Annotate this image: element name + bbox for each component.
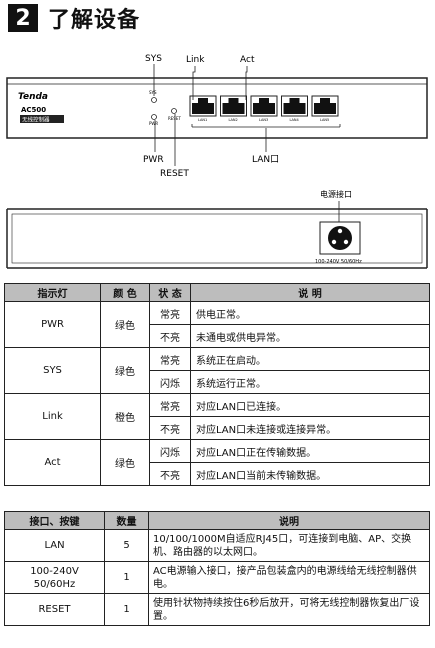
lan-ports: LAN1 LAN2 LAN3 LAN4 LAN5 [189,95,339,122]
port-table: 接口、按键 数量 说明 LAN 5 10/100/1000M自适应RJ45口，可… [4,511,430,626]
lan-port: LAN3 [250,95,278,122]
callout-lan: LAN口 [252,155,279,165]
table-row: Link 橙色 常亮 对应LAN口已连接。 [4,393,430,440]
table-row: RESET 1 使用针状物持续按住6秒后放开，可将无线控制器恢复出厂设置。 [4,593,430,626]
table-row: 闪烁 系统运行正常。 [5,370,430,394]
lan-port-label: LAN2 [229,118,238,122]
table-row: LAN 5 10/100/1000M自适应RJ45口，可连接到电脑、AP、交换机… [4,529,430,562]
callout-sys: SYS [145,54,162,64]
indicator-color: 绿色 [100,347,150,394]
model-tag-box [20,115,64,123]
device-diagram: Tenda AC500 无线控制器 SYS PWR RESET LAN1 LAN2… [6,54,428,269]
power-rating: 100-240V 50/60Hz [315,259,362,265]
sys-led [151,97,157,103]
pwr-led-label: PWR [149,121,158,126]
indicator-desc: 供电正常。 [190,301,430,325]
header-quantity: 数量 [104,511,149,530]
lan-port: LAN2 [220,95,247,122]
header-port: 接口、按键 [4,511,105,530]
header-color: 颜 色 [100,283,150,302]
model-name: AC500 [21,106,46,114]
indicator-desc: 未通电或供电异常。 [190,324,430,348]
indicator-name: PWR [4,301,101,348]
pwr-led [151,114,157,120]
port-name: LAN [4,529,105,562]
indicator-table: 指示灯 颜 色 状 态 说 明 PWR 绿色 常亮 供电正常。 不亮 未通电或供… [4,283,430,486]
table-row: 不亮 对应LAN口当前未传输数据。 [5,462,430,486]
indicator-desc: 对应LAN口当前未传输数据。 [190,462,430,486]
indicator-desc: 系统运行正常。 [190,370,430,394]
indicator-color: 绿色 [100,301,150,348]
port-quantity: 1 [104,561,149,594]
lan-port: LAN5 [311,95,339,122]
callout-pwr: PWR [143,155,164,165]
callout-reset: RESET [160,169,189,179]
indicator-name: Link [4,393,101,440]
lan-port-label: LAN3 [259,118,268,122]
header-indicator: 指示灯 [4,283,101,302]
indicator-name: SYS [4,347,101,394]
callout-act: Act [240,55,255,65]
lan-port-label: LAN5 [320,118,329,122]
indicator-state: 不亮 [149,324,191,348]
indicator-state: 不亮 [149,462,191,486]
model-tag: 无线控制器 [22,116,50,124]
header-description: 说 明 [190,283,430,302]
header-port-description: 说明 [148,511,430,530]
lan-port: LAN1 [189,95,217,122]
power-port-label: 电源接口 [320,189,352,199]
section-number: 2 [8,4,38,32]
indicator-state: 闪烁 [149,370,191,394]
indicator-desc: 对应LAN口正在传输数据。 [190,439,430,463]
indicator-state: 不亮 [149,416,191,440]
port-desc: AC电源输入接口，接产品包装盒内的电源线给无线控制器供电。 [148,561,430,594]
callout-link: Link [186,55,205,65]
indicator-color: 绿色 [100,439,150,486]
indicator-state: 常亮 [149,393,191,417]
lan-port-label: LAN1 [198,118,207,122]
port-name: 100-240V 50/60Hz [4,561,105,594]
section-title: 了解设备 [48,8,141,33]
indicator-desc: 对应LAN口已连接。 [190,393,430,417]
table-row: PWR 绿色 常亮 供电正常。 [4,301,430,348]
indicator-desc: 对应LAN口未连接或连接异常。 [190,416,430,440]
port-desc: 使用针状物持续按住6秒后放开，可将无线控制器恢复出厂设置。 [148,593,430,626]
table-row: SYS 绿色 常亮 系统正在启动。 [4,347,430,394]
table-row: 100-240V 50/60Hz 1 AC电源输入接口，接产品包装盒内的电源线给… [4,561,430,594]
lan-port-label: LAN4 [290,118,300,122]
port-name: RESET [4,593,105,626]
sys-led-label: SYS [149,90,157,95]
indicator-desc: 系统正在启动。 [190,347,430,371]
indicator-color: 橙色 [100,393,150,440]
indicator-state: 常亮 [149,347,191,371]
indicator-state: 常亮 [149,301,191,325]
front-panel [6,77,428,139]
indicator-name: Act [4,439,101,486]
section-header: 2 了解设备 [8,3,140,33]
port-desc: 10/100/1000M自适应RJ45口，可连接到电脑、AP、交换机、路由器的以… [148,529,430,562]
reset-hole [171,108,177,114]
port-quantity: 1 [104,593,149,626]
table-row: 不亮 对应LAN口未连接或连接异常。 [5,416,430,440]
header-state: 状 态 [149,283,191,302]
brand-logo: Tenda [18,92,48,102]
table-row: Act 绿色 闪烁 对应LAN口正在传输数据。 [4,439,430,486]
lan-port: LAN4 [281,95,308,122]
port-quantity: 5 [104,529,149,562]
indicator-state: 闪烁 [149,439,191,463]
